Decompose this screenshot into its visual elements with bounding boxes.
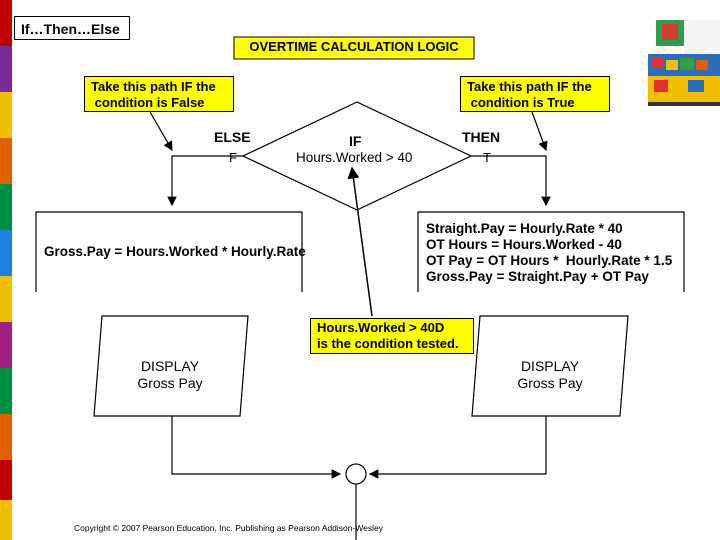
slide-heading: OVERTIME CALCULATION LOGIC — [249, 39, 459, 54]
decision-if-label: IF — [349, 133, 362, 149]
condition-callout: Hours.Worked > 40D is the condition test… — [310, 318, 474, 354]
false-path-line-2: condition is False — [91, 95, 205, 110]
display-left-line-1: DISPLAY — [140, 358, 200, 374]
true-process-line-3: OT Pay = OT Hours * Hourly.Rate * 1.5 — [426, 253, 673, 268]
false-process-box — [35, 211, 303, 292]
then-label: THEN — [462, 129, 501, 145]
true-process-text: Straight.Pay = Hourly.Rate * 40 OT Hours… — [426, 221, 672, 285]
decision-condition: Hours.Worked > 40 — [296, 150, 413, 165]
display-left-shape — [93, 315, 249, 417]
condition-line-1: Hours.Worked > 40D — [317, 320, 445, 335]
display-left-text: DISPLAY Gross Pay — [110, 358, 230, 392]
display-right-text: DISPLAY Gross Pay — [490, 358, 610, 392]
false-process-text: Gross.Pay = Hours.Worked * Hourly.Rate — [44, 244, 306, 259]
true-letter: T — [483, 150, 491, 165]
slide-tab-title: If…Then…Else — [14, 16, 130, 40]
false-path-line-1: Take this path IF the — [91, 79, 216, 94]
display-right-line-2: Gross Pay — [517, 375, 583, 391]
heading-box — [233, 36, 475, 60]
book-cover-logo — [648, 14, 720, 106]
true-path-callout: Take this path IF the condition is True — [460, 76, 610, 112]
true-path-line-2: condition is True — [467, 95, 575, 110]
false-path-callout: Take this path IF the condition is False — [84, 76, 234, 112]
condition-line-2: is the condition tested. — [317, 336, 459, 351]
true-path-line-1: Take this path IF the — [467, 79, 592, 94]
else-label: ELSE — [214, 129, 251, 145]
true-process-line-4: Gross.Pay = Straight.Pay + OT Pay — [426, 269, 649, 284]
display-left-line-2: Gross Pay — [137, 375, 203, 391]
false-letter: F — [229, 150, 237, 165]
merge-connector — [345, 463, 367, 485]
display-right-shape — [471, 315, 629, 417]
display-right-line-1: DISPLAY — [520, 358, 580, 374]
true-process-line-1: Straight.Pay = Hourly.Rate * 40 — [426, 221, 623, 236]
copyright-notice: Copyright © 2007 Pearson Education, Inc.… — [74, 523, 383, 533]
true-process-line-2: OT Hours = Hours.Worked - 40 — [426, 237, 622, 252]
true-process-box — [417, 211, 685, 292]
